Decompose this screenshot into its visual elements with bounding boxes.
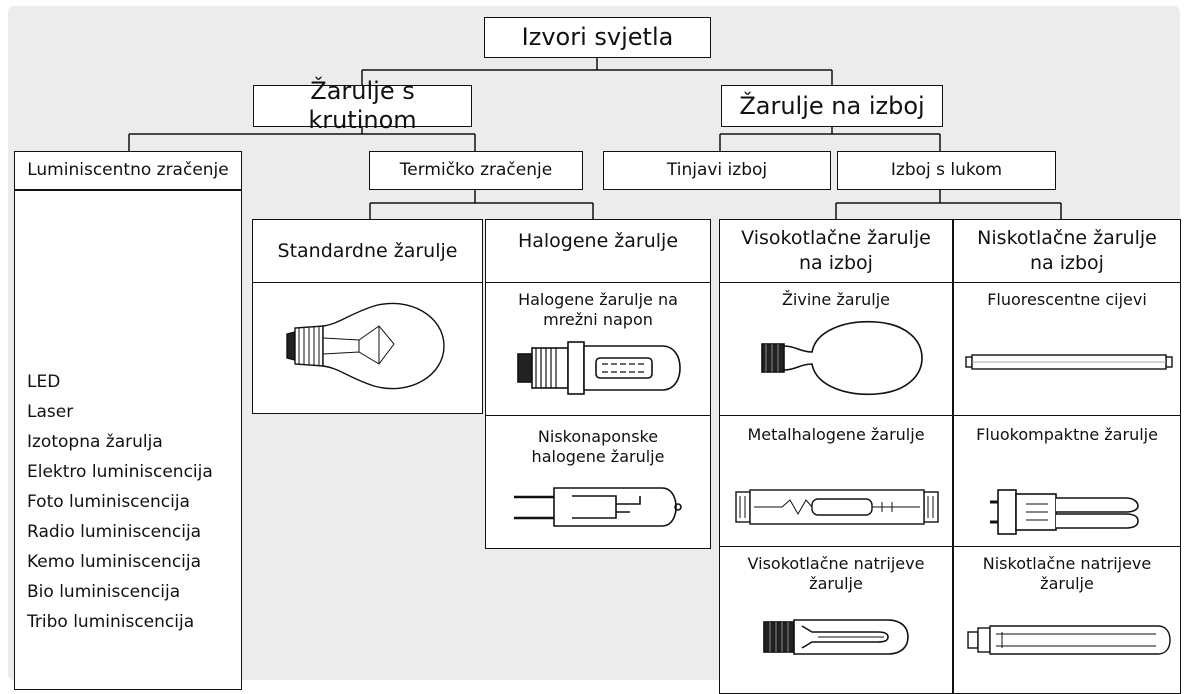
connector-lines — [128, 57, 1062, 220]
halogen-mains-label: Halogene žarulje na mrežni napon — [518, 290, 678, 329]
halogen-bulbs-column: Halogene žarulje Halogene žarulje na mre… — [485, 219, 711, 549]
fluorescent-tube-icon — [965, 354, 1173, 370]
column-title: Standardne žarulje — [277, 239, 458, 262]
standard-bulbs-column: Standardne žarulje — [252, 219, 483, 414]
luminescent-list: LED Laser Izotopna žarulja Elektro lumin… — [27, 367, 213, 637]
column-title: Halogene žarulje — [517, 229, 679, 252]
column-title: Niskotlačne žarulje na izboj — [977, 227, 1157, 274]
list-item: Bio luminiscencija — [27, 582, 181, 602]
glow-discharge-node: Tinjavi izboj — [603, 151, 831, 190]
compact-fluorescent-label: Fluokompaktne žarulje — [976, 425, 1158, 444]
list-item: Izotopna žarulja — [27, 432, 163, 452]
high-pressure-sodium-label: Visokotlačne natrijeve žarulje — [747, 554, 925, 593]
mains-halogen-bulb-icon — [517, 341, 681, 395]
thermal-radiation-node: Termičko zračenje — [369, 151, 583, 190]
incandescent-bulb-icon — [286, 302, 445, 390]
list-item: Tribo luminiscencija — [27, 612, 195, 632]
luminescent-panel: LED Laser Izotopna žarulja Elektro lumin… — [14, 190, 242, 690]
mercury-lamp-label: Živine žarulje — [781, 290, 891, 309]
discharge-lamps-node: Žarulje na izboj — [721, 85, 943, 127]
root-node: Izvori svjetla — [484, 17, 711, 58]
high-pressure-discharge-column: Visokotlačne žarulje na izboj Živine žar… — [719, 219, 953, 694]
mercury-lamp-icon — [761, 320, 923, 396]
low-pressure-discharge-column: Niskotlačne žarulje na izboj Fluorescent… — [953, 219, 1181, 694]
luminescent-radiation-node: Luminiscentno zračenje — [14, 151, 242, 190]
arc-discharge-node: Izboj s lukom — [837, 151, 1056, 190]
list-item: Kemo luminiscencija — [27, 552, 202, 572]
column-title: Visokotlačne žarulje na izboj — [741, 227, 931, 274]
list-item: Foto luminiscencija — [27, 492, 190, 512]
high-pressure-sodium-lamp-icon — [763, 619, 909, 655]
low-voltage-halogen-label: Niskonaponske halogene žarulje — [531, 427, 665, 466]
compact-fluorescent-lamp-icon — [990, 489, 1139, 535]
metal-halide-lamp-icon — [735, 489, 939, 525]
low-voltage-halogen-bulb-icon — [514, 487, 682, 527]
list-item: LED — [27, 372, 61, 392]
metal-halide-lamp-label: Metalhalogene žarulje — [747, 425, 925, 444]
low-pressure-sodium-label: Niskotlačne natrijeve žarulje — [982, 554, 1152, 593]
solid-state-lamps-node: Žarulje s krutinom — [253, 77, 472, 134]
list-item: Radio luminiscencija — [27, 522, 202, 542]
fluorescent-tube-label: Fluorescentne cijevi — [987, 290, 1147, 309]
list-item: Laser — [27, 402, 74, 422]
list-item: Elektro luminiscencija — [27, 462, 213, 482]
low-pressure-sodium-lamp-icon — [967, 625, 1171, 655]
